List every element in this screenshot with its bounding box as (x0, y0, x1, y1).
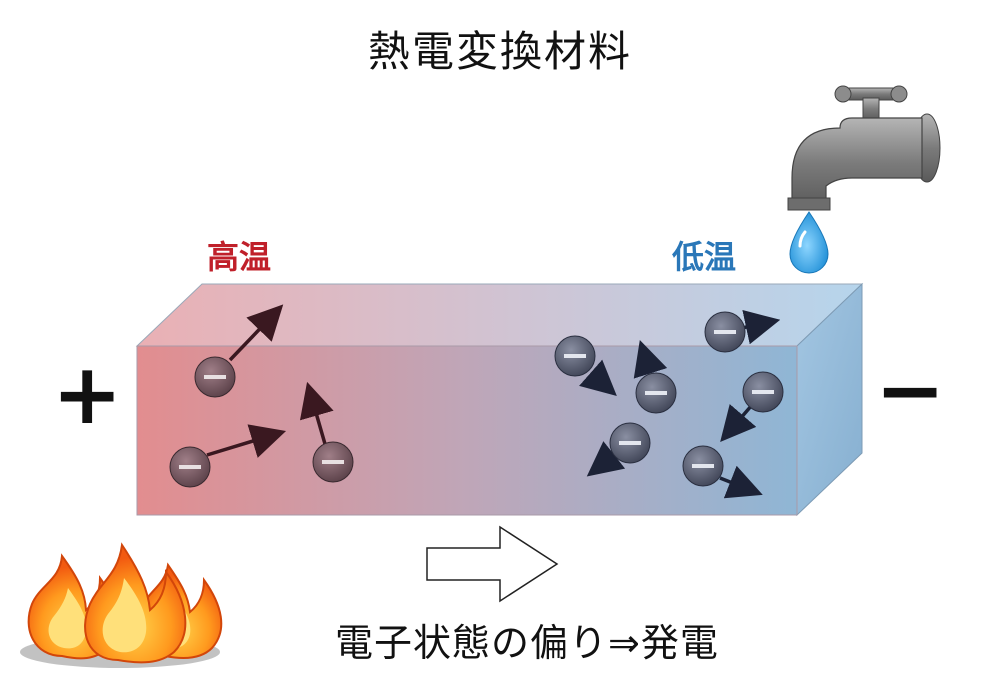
caption: 電子状態の偏り⇒発電 (335, 621, 719, 665)
plus-sign: + (52, 345, 123, 443)
arrow-right-icon (426, 525, 559, 603)
cold-motion-arrows (579, 310, 781, 499)
electron (312, 441, 354, 483)
electron (704, 311, 746, 353)
bar-front-face (136, 345, 798, 516)
hot-motion-arrows (206, 304, 334, 458)
electron (554, 335, 596, 377)
electron (169, 446, 211, 488)
cold-label: 低温 (672, 238, 737, 276)
water-drop-icon (789, 211, 829, 274)
hot-label: 高温 (207, 238, 272, 276)
electrons-cold (554, 311, 784, 487)
faucet-icon (787, 85, 941, 211)
diagram-title: 熱電変換材料 (367, 27, 632, 76)
fire-icon (20, 542, 223, 668)
electron (609, 422, 651, 464)
electron (635, 372, 677, 414)
electron (742, 371, 784, 413)
bar-top-face (135, 283, 864, 347)
minus-sign: − (875, 341, 946, 439)
electrons-hot (169, 356, 354, 488)
electron (682, 445, 724, 487)
electron (194, 356, 236, 398)
